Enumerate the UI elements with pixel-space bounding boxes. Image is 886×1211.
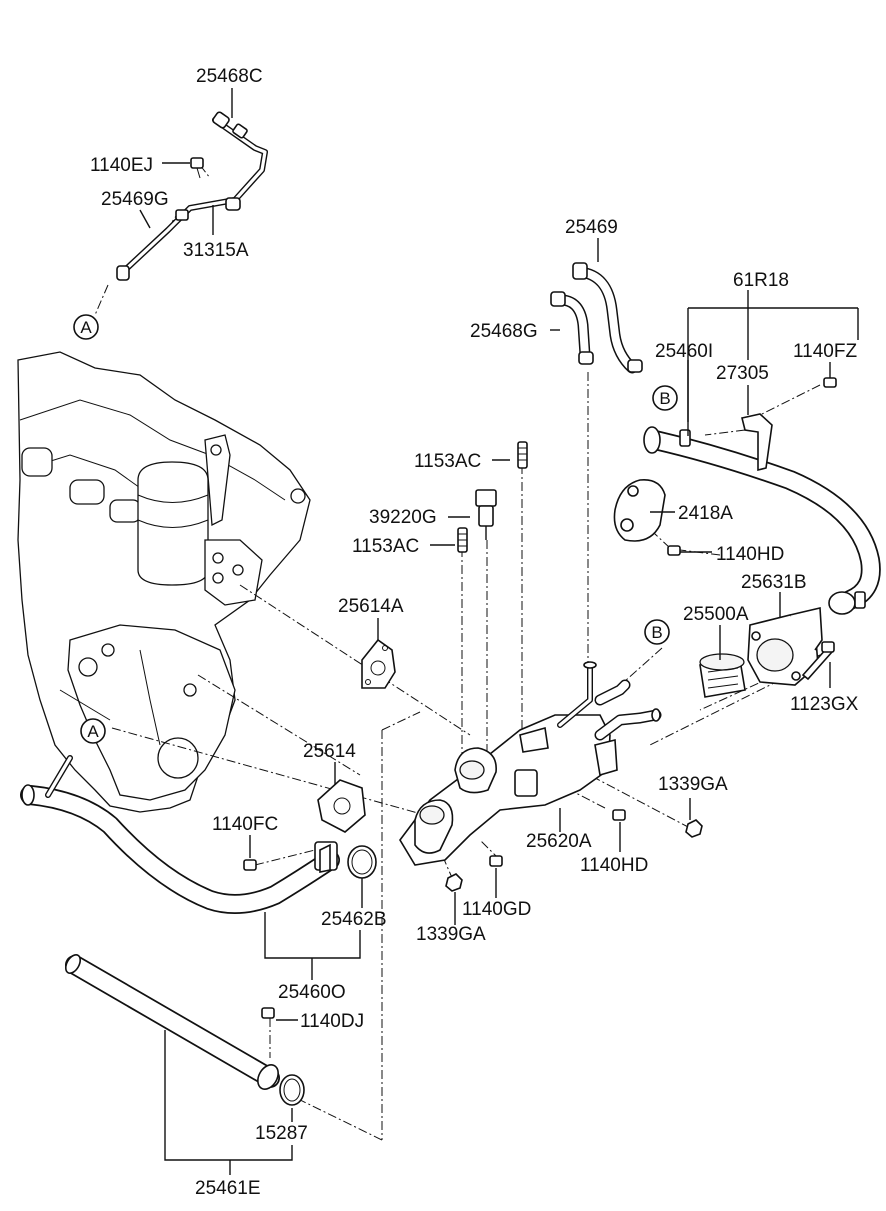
label-25462B: 25462B [321,909,387,930]
label-1123GX: 1123GX [790,694,859,715]
gasket-25614A [361,638,396,689]
label-1140FZ: 1140FZ [793,341,857,362]
marker-B-top-letter: B [659,389,670,408]
label-25614: 25614 [303,741,356,762]
bracket-2418A [613,478,681,556]
label-25460O: 25460O [278,982,346,1003]
o-ring-25462B [347,845,377,879]
label-2418A: 2418A [678,503,733,524]
engine-block [17,351,311,813]
label-25620A: 25620A [526,831,592,852]
label-25631B: 25631B [741,572,807,593]
thermostat-25500A [699,653,746,698]
bolt-1140GD [489,855,503,867]
label-25614A: 25614A [338,596,404,617]
label-1140HD-right: 1140HD [716,544,784,565]
label-1140HD-low: 1140HD [580,855,648,876]
label-61R18: 61R18 [733,270,789,291]
upper-bypass-pipe [116,111,268,281]
label-25461E: 25461E [195,1178,261,1199]
bolt-1140HD-low [612,809,626,821]
label-39220G: 39220G [369,507,437,528]
label-15287: 15287 [255,1123,308,1144]
o-ring-15287 [279,1074,305,1106]
marker-B-mid-letter: B [651,623,662,642]
pipe-25461E [64,954,280,1090]
label-25469G: 25469G [101,189,169,210]
label-25468G: 25468G [470,321,538,342]
hoses-25469 [550,262,643,374]
label-25500A: 25500A [683,604,749,625]
pipe-25460O [20,755,340,914]
gasket-25614 [317,779,366,833]
label-1140EJ: 1140EJ [90,155,153,176]
marker-B-top: B [652,385,678,411]
stud-1153AC-top [517,441,528,469]
sensor-39220G [475,489,497,540]
label-1153AC-top: 1153AC [414,451,481,472]
label-1339GA-right: 1339GA [658,774,728,795]
label-31315A: 31315A [183,240,249,261]
dashed-guide-lines [94,164,821,1141]
bolt-1123GX [801,641,835,681]
label-1140DJ: 1140DJ [300,1011,364,1032]
marker-B-mid: B [644,619,670,645]
hose-25460I [643,377,881,615]
label-27305: 27305 [716,363,769,384]
housing-25631B [747,607,823,686]
callout-leaders [139,88,859,1175]
stud-1153AC-mid [457,527,468,553]
marker-A-top-letter: A [80,318,92,337]
part-labels: 25468C 1140EJ 25469G 31315A 25469 61R18 … [90,66,859,1199]
label-1140GD: 1140GD [462,899,531,920]
bolt-1140EJ [190,157,204,179]
water-pipe-25620A [399,661,662,866]
label-25468C: 25468C [196,66,263,87]
label-25460I: 25460I [655,341,713,362]
nut-1339GA-right [685,819,703,838]
label-1339GA-low: 1339GA [416,924,486,945]
marker-A-top: A [73,314,99,340]
label-1153AC-mid: 1153AC [352,536,419,557]
bolt-1140FC [243,859,257,871]
label-1140FC: 1140FC [212,814,278,835]
label-25469: 25469 [565,217,618,238]
nut-1339GA-low [445,873,463,892]
marker-A-left: A [80,718,106,744]
marker-A-left-letter: A [87,722,99,741]
